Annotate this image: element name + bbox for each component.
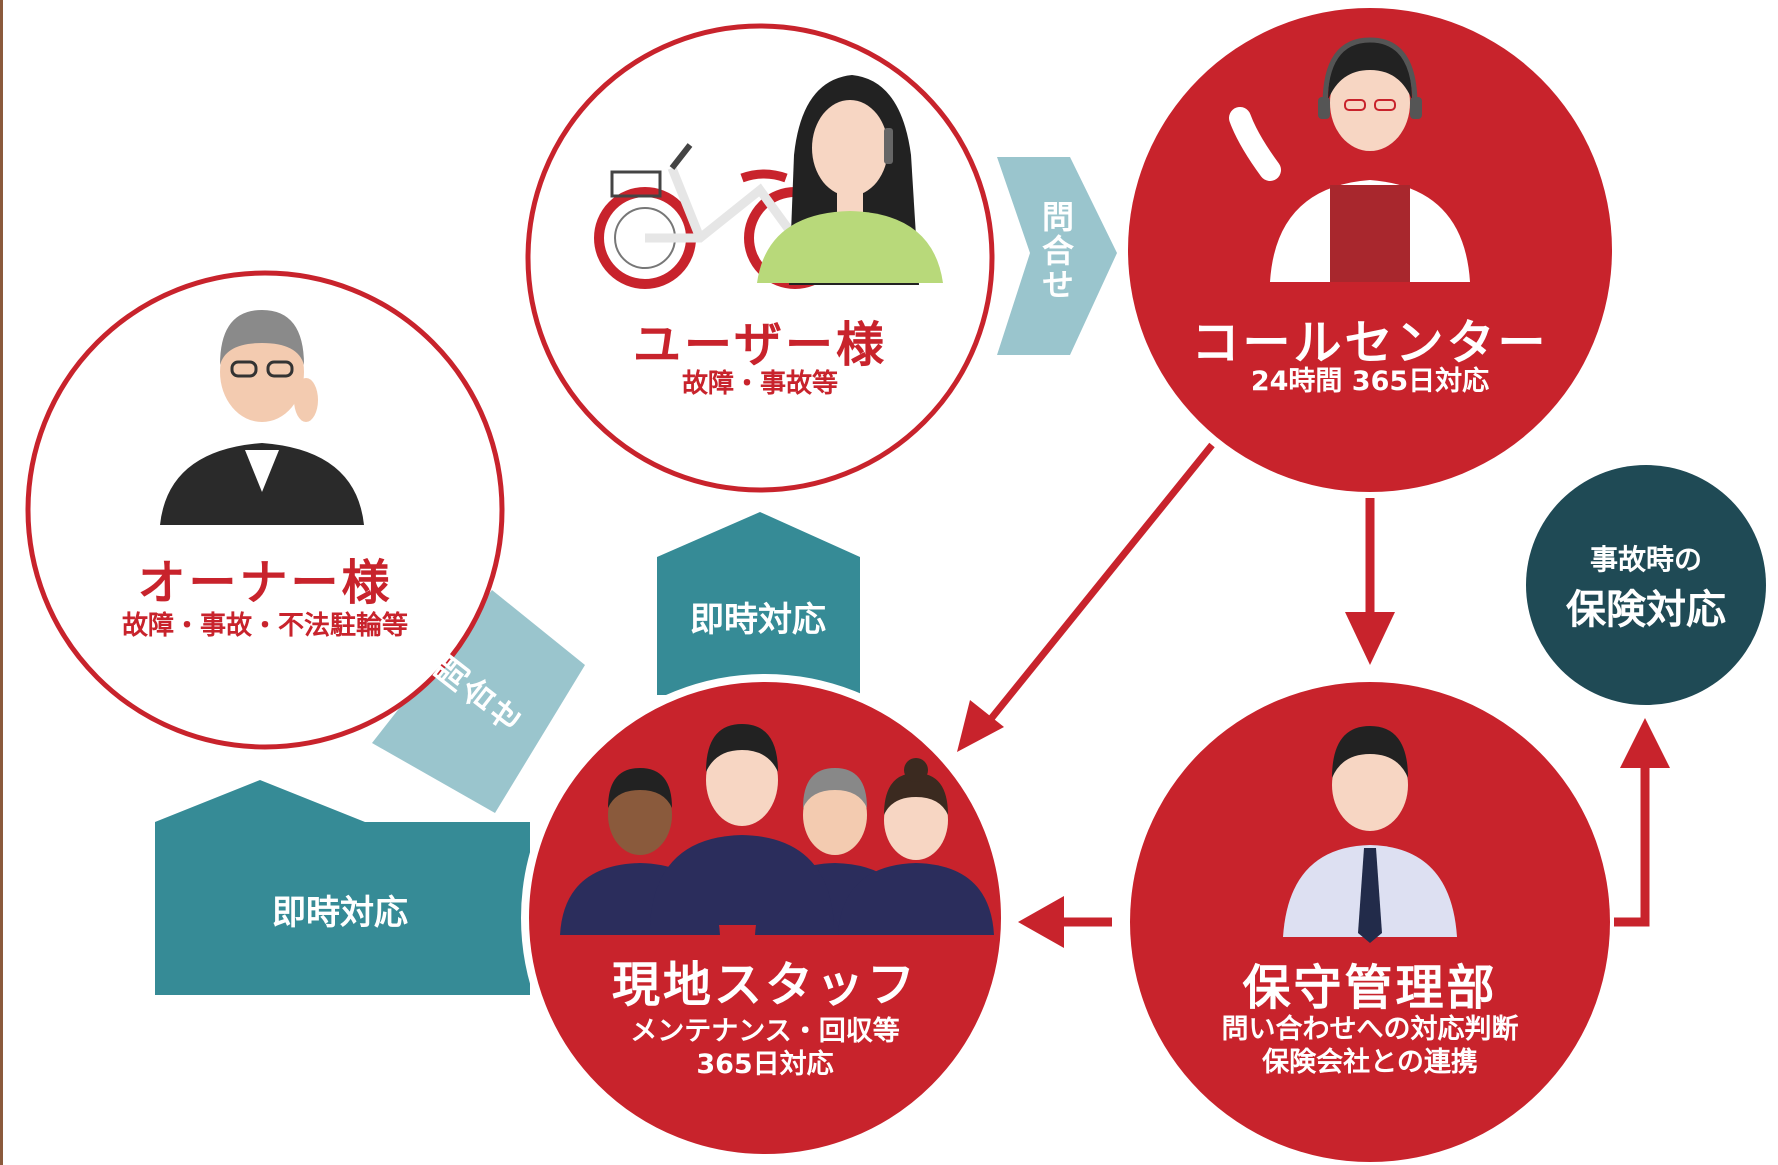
immediate-response-label-user: 即時対応 (690, 600, 826, 640)
local-staff-title: 現地スタッフ (611, 957, 918, 1013)
arrow-maintenance-to-local-staff (1018, 896, 1112, 948)
arrow-call-center-to-maintenance (1345, 498, 1395, 665)
maintenance-title: 保守管理部 (1242, 960, 1498, 1016)
arrow-call-center-to-local-staff (957, 442, 1215, 752)
insurance-circle (1526, 465, 1766, 705)
insurance-line-2: 保険対応 (1566, 587, 1726, 633)
local-staff-subtitle-2: 365日対応 (696, 1049, 834, 1080)
maintenance-subtitle-1: 問い合わせへの対応判断 (1221, 1014, 1519, 1045)
arrow-maintenance-to-insurance (1614, 718, 1670, 927)
man-on-phone-icon (160, 310, 364, 525)
local-staff-subtitle-1: メンテナンス・回収等 (630, 1016, 900, 1047)
insurance-line-1: 事故時の (1589, 543, 1702, 576)
call-center-title: コールセンター (1191, 315, 1549, 371)
immediate-response-arrow-user (657, 512, 860, 695)
inquiry-label-user: 問合せ (1037, 200, 1075, 302)
user-subtitle: 故障・事故等 (681, 369, 838, 399)
call-center-subtitle: 24時間 365日対応 (1250, 366, 1490, 397)
user-title: ユーザー様 (632, 317, 888, 373)
immediate-response-arrow-owner (155, 780, 530, 995)
inquiry-arrow-user (997, 157, 1117, 355)
operator-with-headset-icon (1229, 37, 1470, 282)
left-border (0, 0, 3, 1165)
maintenance-subtitle-2: 保険会社との連携 (1262, 1047, 1478, 1078)
owner-subtitle: 故障・事故・不法駐輪等 (121, 611, 408, 641)
manager-icon (1283, 726, 1457, 943)
inquiry-arrow-owner (372, 590, 585, 813)
immediate-response-label-owner: 即時対応 (272, 893, 408, 933)
woman-on-phone-icon (757, 75, 943, 285)
owner-title: オーナー様 (137, 555, 393, 611)
staff-group-icon (560, 724, 994, 935)
